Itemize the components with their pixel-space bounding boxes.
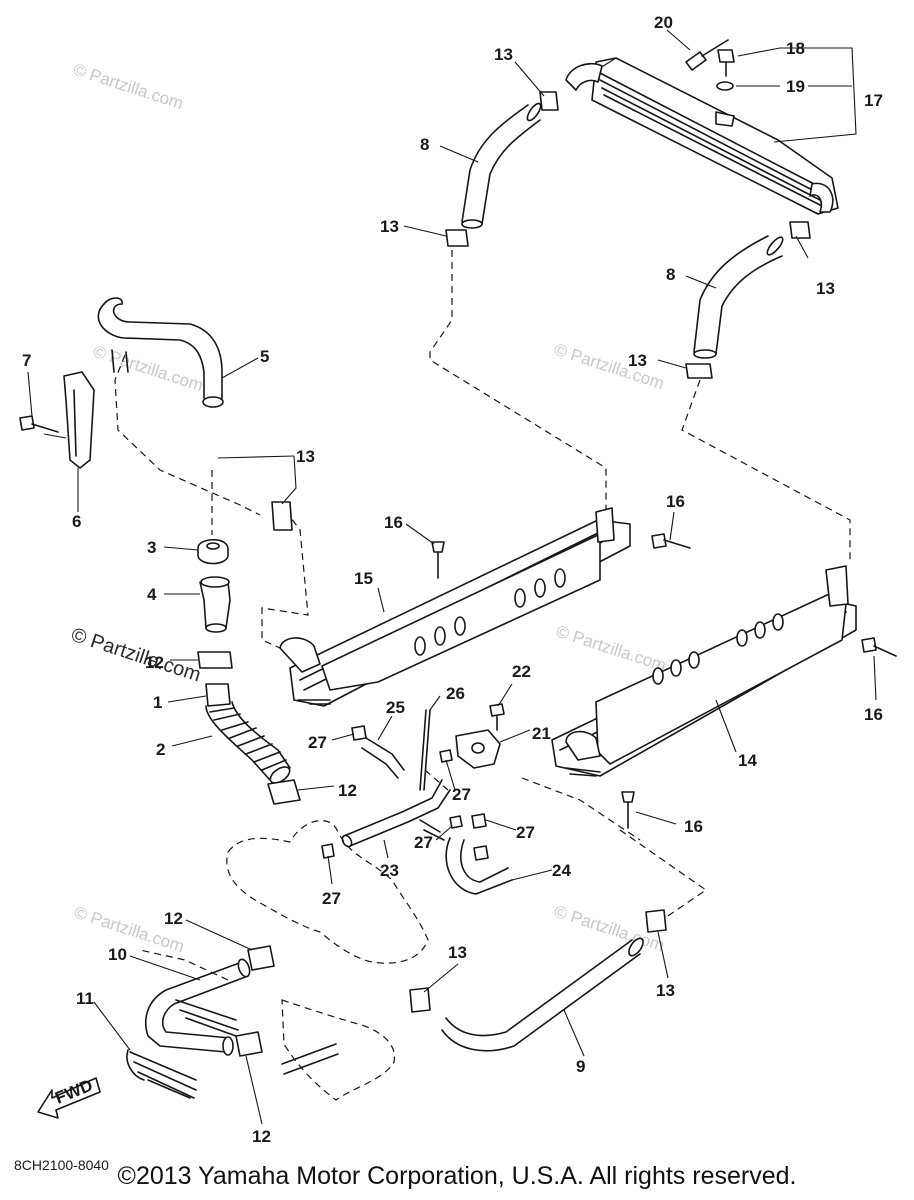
clamp-12-upper — [197, 651, 233, 669]
watermark: © Partzilla.com — [552, 340, 667, 393]
rivets-16 — [431, 533, 897, 829]
callout-label: 13 — [656, 981, 675, 1000]
callout-label: 27 — [452, 785, 471, 804]
callout-label: 8 — [666, 265, 675, 284]
callout-labels: 1 2 3 4 5 6 7 8 8 9 10 11 12 12 12 12 13… — [22, 13, 883, 1146]
hose-9 — [441, 937, 644, 1052]
callout-label: 13 — [296, 447, 315, 466]
bracket-6 — [63, 371, 95, 469]
hose-5 — [97, 297, 224, 408]
callout-label: 16 — [684, 817, 703, 836]
clamps-13 — [271, 91, 811, 1013]
callout-label: 3 — [147, 538, 156, 557]
callout-label: 15 — [354, 569, 373, 588]
fasteners-top — [685, 39, 735, 91]
callout-label: 27 — [308, 733, 327, 752]
callout-label: 12 — [145, 653, 164, 672]
hose-8-left — [461, 102, 542, 229]
callout-label: 9 — [576, 1057, 585, 1076]
callout-label: 7 — [22, 351, 31, 370]
callout-label: 16 — [864, 705, 883, 724]
band-26 — [419, 709, 431, 791]
callout-label: 13 — [628, 351, 647, 370]
diagram-code: 8CH2100-8040 — [14, 1157, 109, 1173]
callout-label: 6 — [72, 512, 81, 531]
hose-24 — [445, 837, 513, 895]
callout-label: 16 — [384, 513, 403, 532]
callout-label: 16 — [666, 492, 685, 511]
engine-outline — [226, 820, 429, 964]
callout-label: 8 — [420, 135, 429, 154]
callout-label: 27 — [322, 889, 341, 908]
hose-2-corrugated — [205, 701, 291, 784]
callout-label: 10 — [108, 945, 127, 964]
callout-label: 19 — [786, 77, 805, 96]
cooler-15 — [279, 507, 631, 707]
assembly-lines — [114, 250, 851, 981]
callout-label: 11 — [76, 989, 94, 1008]
hose-8-right — [693, 235, 784, 359]
watermark: © Partzilla.com — [68, 624, 203, 687]
hull-fragment — [281, 999, 396, 1101]
callout-label: 23 — [380, 861, 399, 880]
hose-23 — [341, 779, 451, 848]
callout-label: 2 — [156, 740, 165, 759]
callout-label: 12 — [164, 909, 183, 928]
cooler-14 — [551, 565, 857, 777]
watermark: © Partzilla.com — [91, 342, 206, 395]
leader-lines — [27, 29, 877, 1125]
callout-label: 27 — [516, 823, 535, 842]
callout-label: 22 — [512, 662, 531, 681]
watermark-layer: © Partzilla.com © Partzilla.com © Partzi… — [68, 60, 668, 956]
hose-10 — [144, 958, 251, 1056]
callout-label: 21 — [532, 724, 551, 743]
callout-label: 26 — [446, 684, 465, 703]
callout-label: 27 — [414, 833, 433, 852]
callout-label: 12 — [252, 1127, 271, 1146]
callout-label: 5 — [260, 347, 269, 366]
callout-label: 14 — [738, 751, 757, 770]
callout-label: 1 — [153, 693, 162, 712]
clips-27 — [321, 725, 489, 861]
callout-label: 18 — [786, 39, 805, 58]
watermark: © Partzilla.com — [554, 622, 669, 675]
hose-25 — [361, 737, 405, 779]
callout-label: 13 — [494, 45, 513, 64]
screw-22 — [489, 703, 505, 731]
joint-21 — [455, 729, 501, 769]
clamps-12-lower — [235, 945, 275, 1057]
spring-11 — [126, 999, 239, 1099]
callout-label: 13 — [816, 279, 835, 298]
cap-3 — [197, 538, 229, 565]
callout-label: 13 — [380, 217, 399, 236]
cooler-assembly-top — [565, 57, 839, 215]
callout-label: 12 — [338, 781, 357, 800]
forward-arrow-icon: FWD — [37, 1076, 101, 1119]
valve-4 — [199, 576, 231, 633]
callout-label: 13 — [448, 943, 467, 962]
callout-label: 25 — [386, 698, 405, 717]
callout-label: 24 — [552, 861, 571, 880]
bolt-7 — [19, 415, 59, 433]
watermark: © Partzilla.com — [71, 60, 186, 113]
copyright-notice: ©2013 Yamaha Motor Corporation, U.S.A. A… — [117, 1162, 797, 1190]
clamp-12-lower — [267, 779, 301, 805]
callout-label: 20 — [654, 13, 673, 32]
callout-label: 17 — [864, 91, 883, 110]
pipe-1 — [205, 683, 231, 707]
callout-label: 4 — [147, 585, 157, 604]
